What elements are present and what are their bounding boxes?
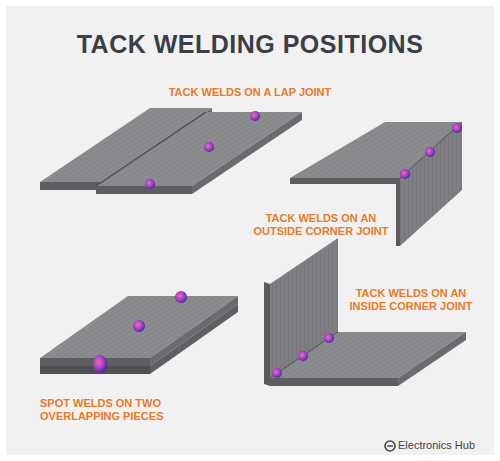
background-panel [6, 6, 494, 455]
joint-label: TACK WELDS ON AN INSIDE CORNER JOINT [346, 287, 476, 313]
watermark-logo [385, 441, 395, 451]
joint-label: SPOT WELDS ON TWO OVERLAPPING PIECES [40, 397, 190, 423]
watermark: Electronics Hub [398, 439, 475, 451]
joint-label: TACK WELDS ON A LAP JOINT [150, 86, 350, 99]
diagram-title: TACK WELDING POSITIONS [0, 30, 500, 59]
lap-joint [40, 108, 302, 194]
overlapping-pieces [40, 291, 238, 374]
joint-label: TACK WELDS ON AN OUTSIDE CORNER JOINT [248, 212, 394, 238]
